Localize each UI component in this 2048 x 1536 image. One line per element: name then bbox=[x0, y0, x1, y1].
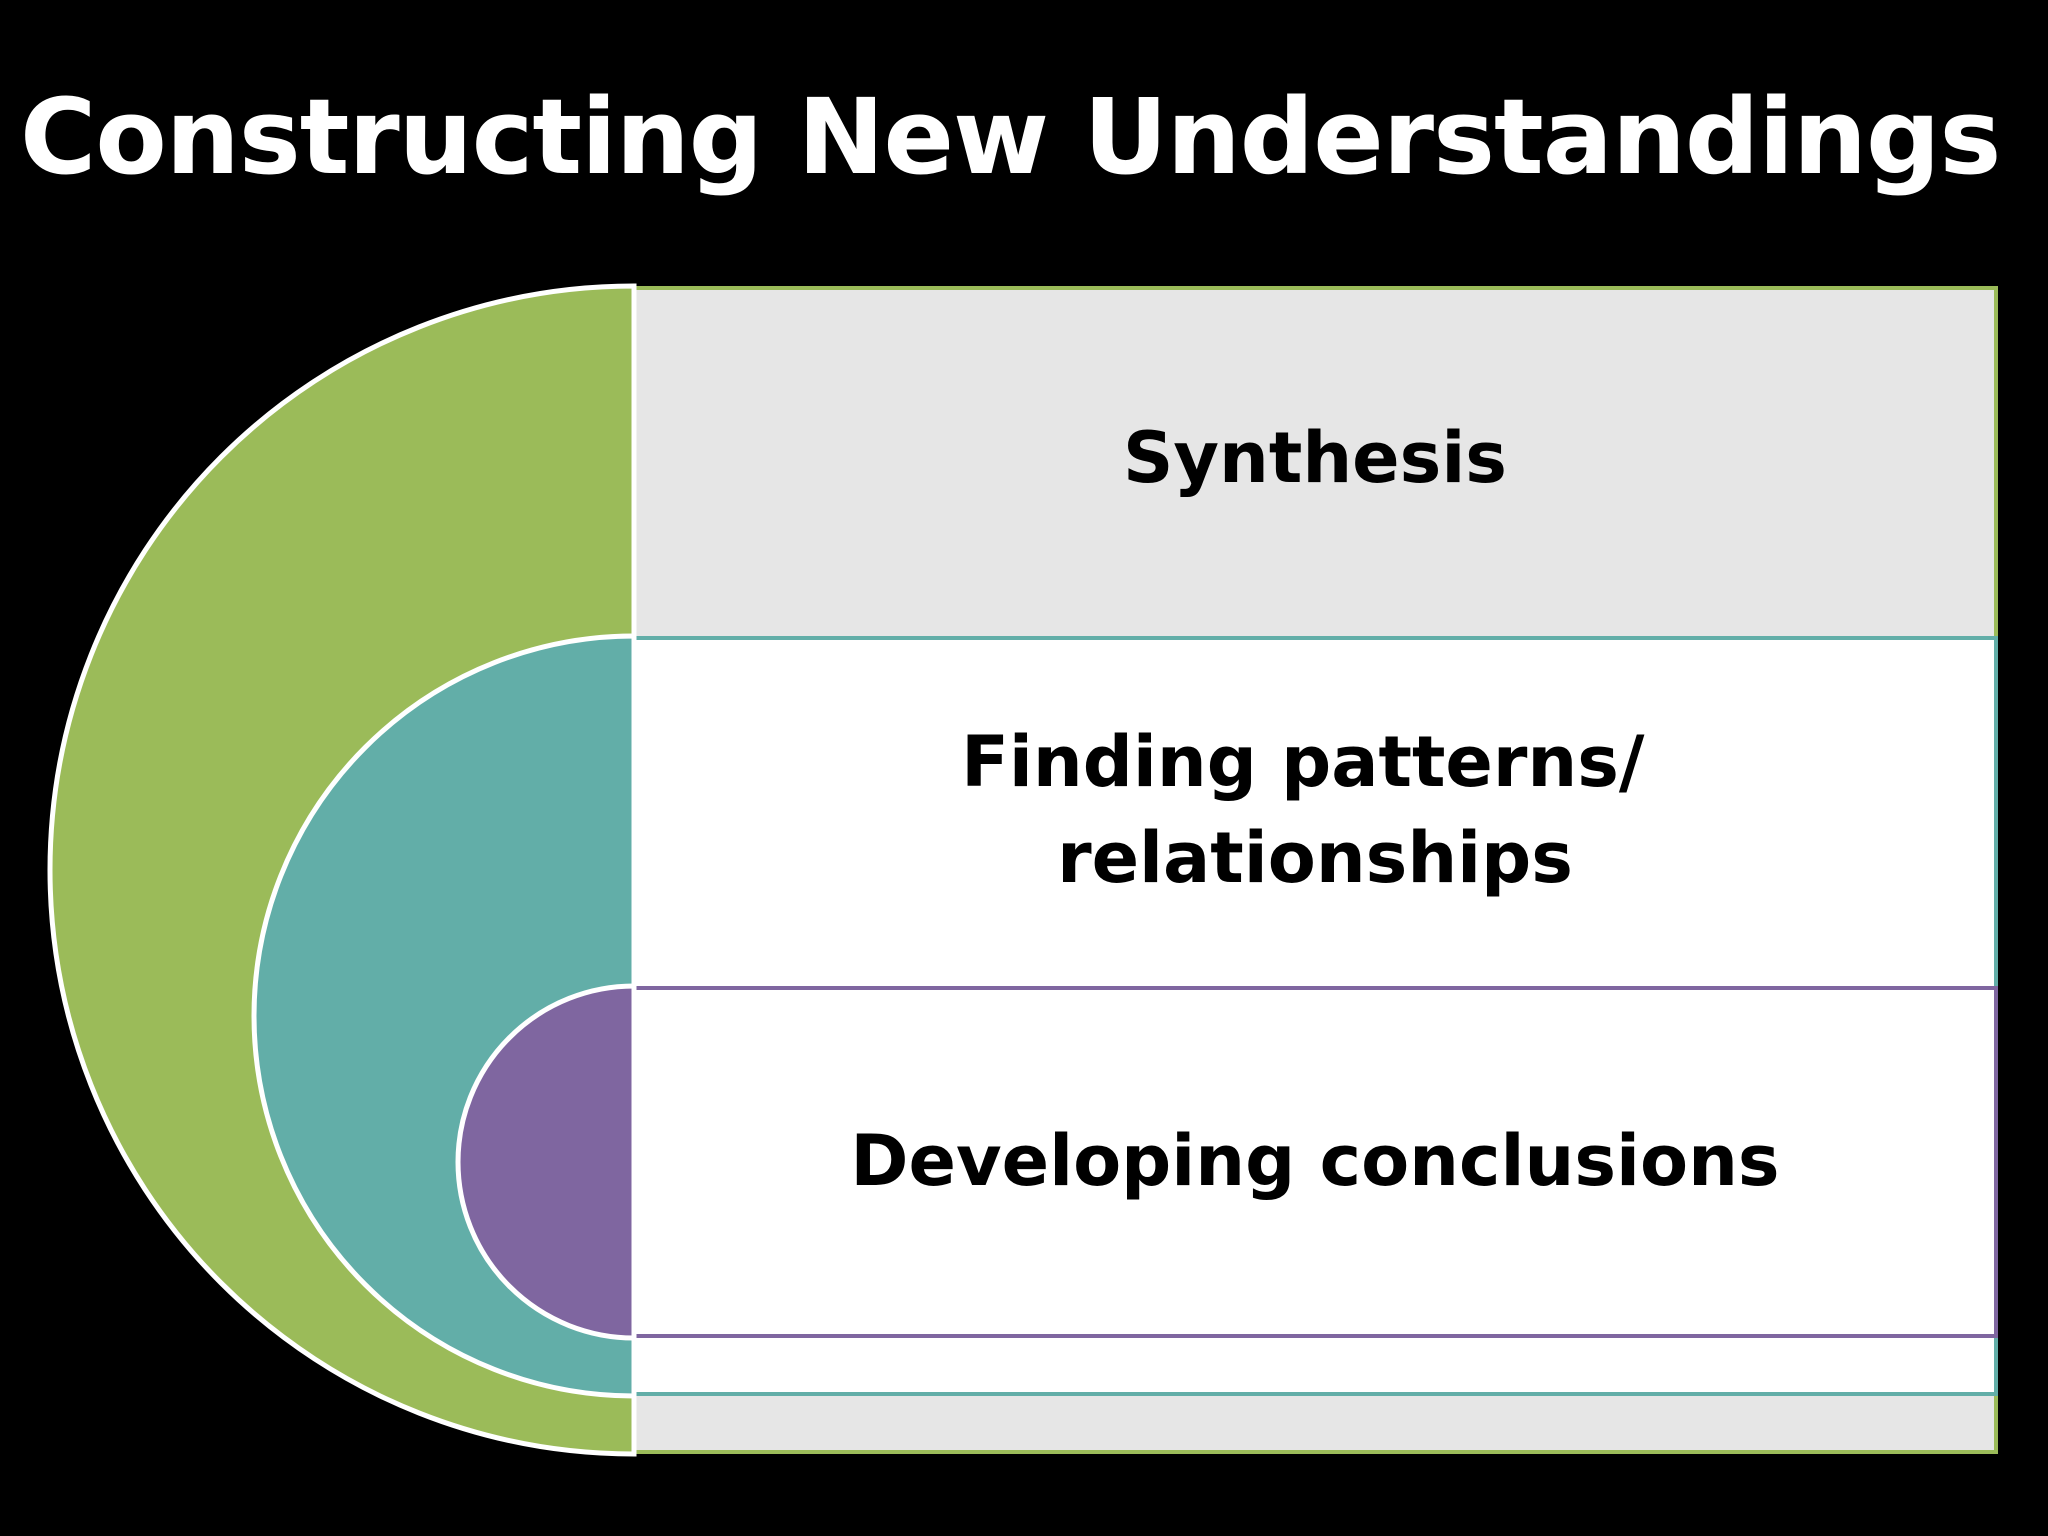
synthesis-label-line: Synthesis bbox=[1123, 417, 1507, 499]
synthesis-label: Synthesis bbox=[1123, 417, 1507, 499]
conclusions-label-line: Developing conclusions bbox=[850, 1120, 1779, 1202]
conclusions-arc bbox=[455, 983, 637, 1341]
conclusions-panel-background bbox=[632, 986, 1998, 1338]
patterns-label-line-1: Finding patterns/ bbox=[961, 721, 1645, 803]
patterns-label-line-2: relationships bbox=[1057, 817, 1573, 899]
slide-title: Constructing New Understandings bbox=[20, 76, 2001, 198]
conclusions-label: Developing conclusions bbox=[850, 1120, 1779, 1202]
patterns-label: Finding patterns/ relationships bbox=[961, 721, 1669, 899]
